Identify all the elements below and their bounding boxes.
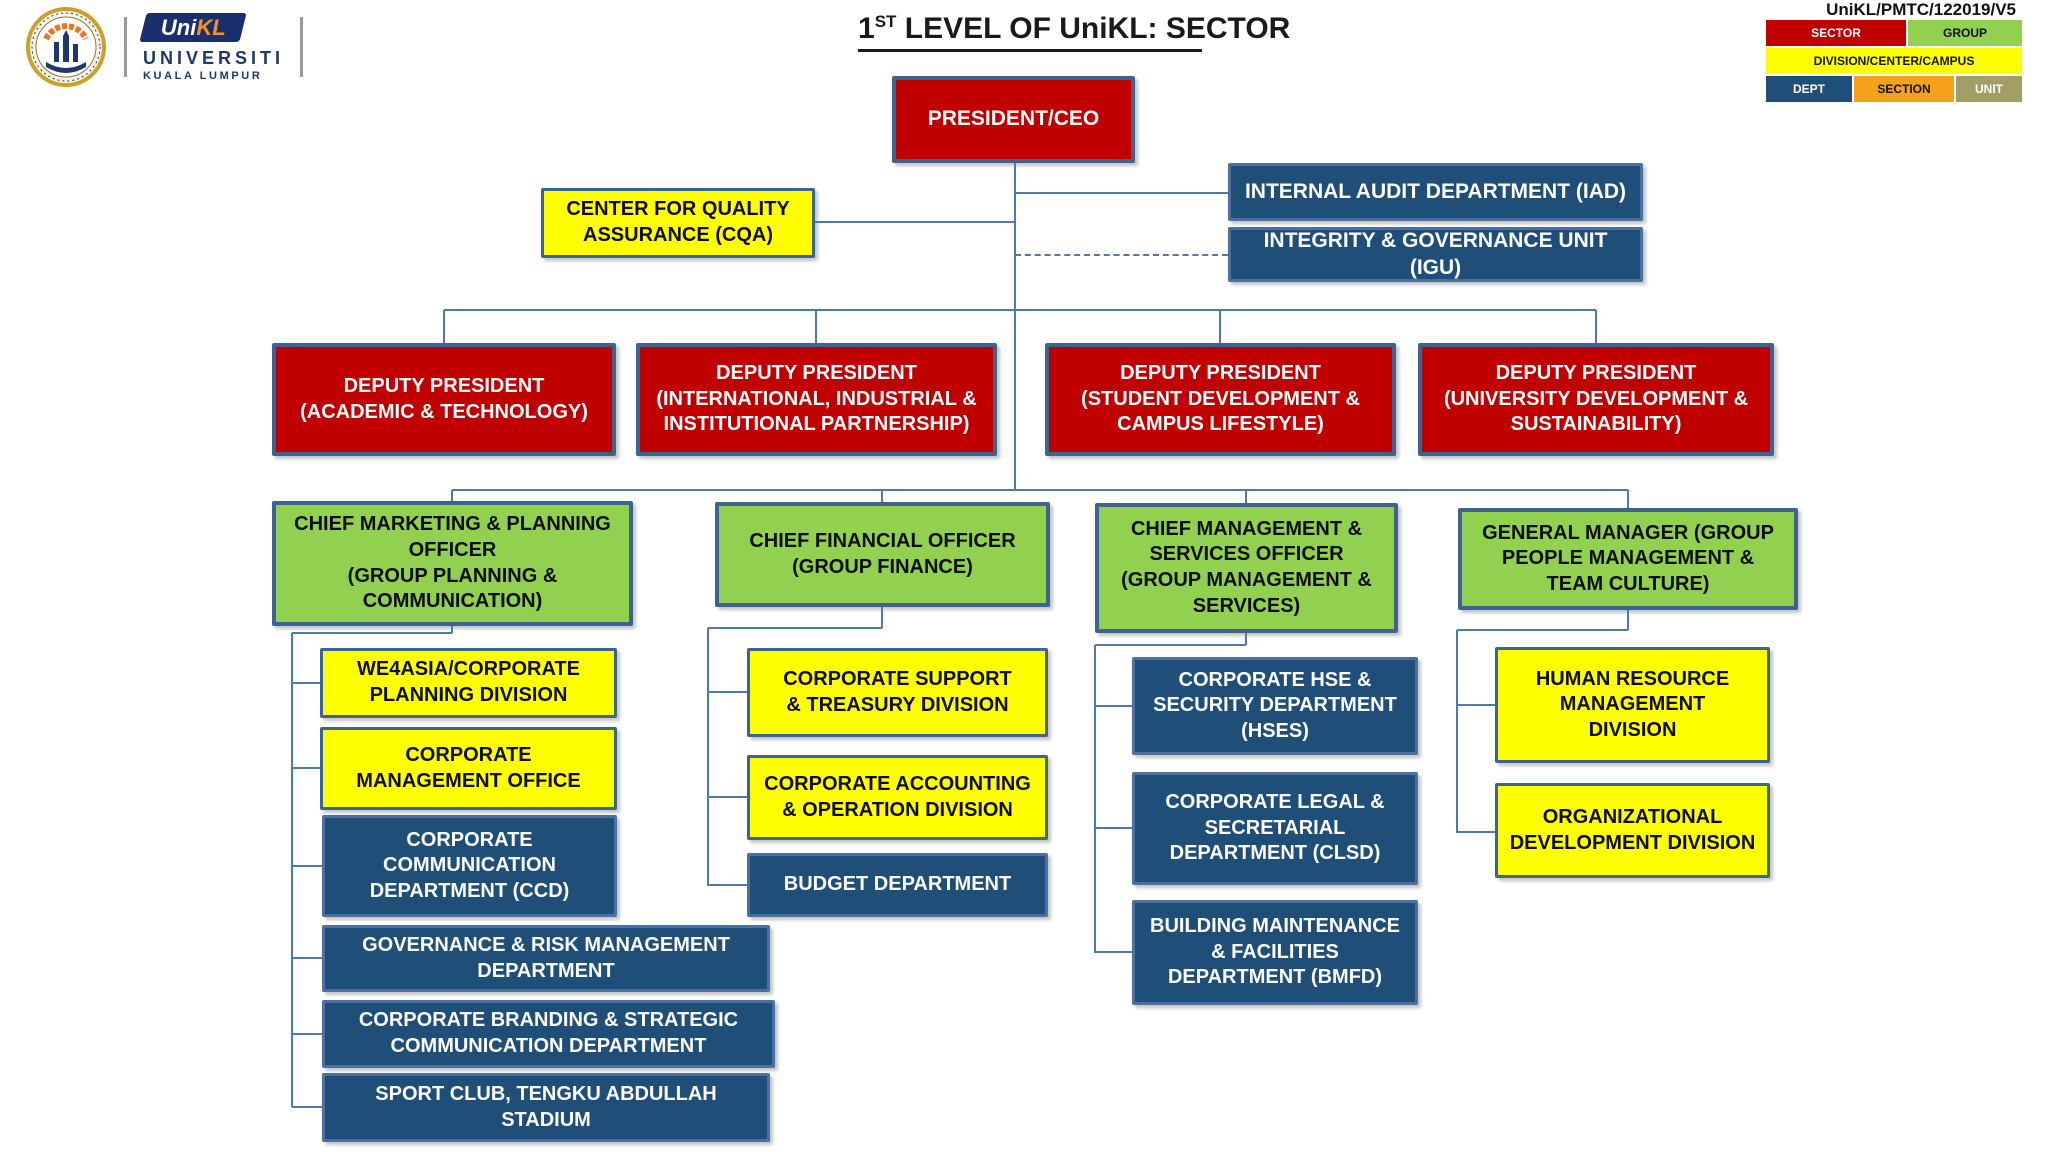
org-node-organizational-development-division: ORGANIZATIONAL DEVELOPMENT DIVISION <box>1495 783 1770 878</box>
connector-line <box>815 221 1015 223</box>
legend-division-center-campus: DIVISION/CENTER/CAMPUS <box>1765 47 2023 75</box>
org-node-human-resource-management-division: HUMAN RESOURCE MANAGEMENT DIVISION <box>1495 647 1770 763</box>
org-node-internal-audit-department: INTERNAL AUDIT DEPARTMENT (IAD) <box>1228 163 1643 221</box>
connector-line <box>1456 630 1458 833</box>
connector-line <box>1095 705 1132 707</box>
connector-line <box>1627 490 1629 508</box>
connector-line <box>1595 310 1597 343</box>
connector-line <box>1219 310 1221 343</box>
connector-line <box>292 865 322 867</box>
org-node-deputy-president-international-industrial: DEPUTY PRESIDENT (INTERNATIONAL, INDUSTR… <box>636 343 997 456</box>
legend-section: SECTION <box>1853 75 1955 103</box>
org-node-governance-risk-management-department: GOVERNANCE & RISK MANAGEMENT DEPARTMENT <box>322 925 770 992</box>
logo-divider <box>124 17 127 77</box>
org-node-deputy-president-academic-technology: DEPUTY PRESIDENT (ACADEMIC & TECHNOLOGY) <box>272 343 616 456</box>
connector-line <box>292 767 320 769</box>
org-node-we4asia-corporate-planning-division: WE4ASIA/CORPORATE PLANNING DIVISION <box>320 648 617 718</box>
connector-line <box>1014 163 1016 490</box>
connector-line <box>291 633 293 1107</box>
connector-line <box>708 691 747 693</box>
legend-dept: DEPT <box>1765 75 1853 103</box>
connector-line <box>1245 633 1247 645</box>
title-text: LEVEL OF UniKL: SECTOR <box>896 12 1291 45</box>
logo-divider <box>300 17 304 77</box>
org-node-corporate-hse-security-department: CORPORATE HSE & SECURITY DEPARTMENT (HSE… <box>1132 657 1418 755</box>
brand-kl-text: KL <box>196 14 226 39</box>
legend-group: GROUP <box>1907 19 2023 47</box>
connector-line <box>815 310 817 343</box>
connector-line <box>451 626 453 633</box>
connector-line <box>708 627 882 629</box>
connector-line <box>1095 827 1132 829</box>
connector-line <box>292 957 322 959</box>
title-superscript: ST <box>874 12 897 31</box>
connector-line <box>881 607 883 628</box>
connector-line <box>451 490 453 501</box>
connector-line <box>444 309 1596 311</box>
org-node-corporate-legal-secretarial-department: CORPORATE LEGAL & SECRETARIAL DEPARTMENT… <box>1132 772 1418 885</box>
unikl-wordmark: UniKL UNIVERSITI KUALA LUMPUR <box>139 12 285 82</box>
connector-line <box>1094 645 1096 953</box>
page-title: 1ST LEVEL OF UniKL: SECTOR <box>858 12 1290 52</box>
org-node-building-maintenance-facilities-department: BUILDING MAINTENANCE & FACILITIES DEPART… <box>1132 900 1418 1005</box>
org-node-sport-club-tengku-abdullah-stadium: SPORT CLUB, TENGKU ABDULLAH STADIUM <box>322 1073 770 1142</box>
connector-line <box>1627 610 1629 630</box>
org-node-deputy-president-student-development: DEPUTY PRESIDENT (STUDENT DEVELOPMENT & … <box>1045 343 1396 456</box>
connector-line <box>452 489 1628 491</box>
connector-line <box>708 884 747 886</box>
unikl-logo-block: UniKL UNIVERSITI KUALA LUMPUR <box>24 5 319 89</box>
org-node-corporate-communication-department: CORPORATE COMMUNICATION DEPARTMENT (CCD) <box>322 815 617 917</box>
connector-line <box>292 682 320 684</box>
legend-row: DIVISION/CENTER/CAMPUS <box>1765 47 2023 75</box>
connector-line <box>1095 951 1132 953</box>
brand-uni-text: Uni <box>160 14 197 39</box>
document-code: UniKL/PMTC/122019/V5 <box>1826 0 2016 19</box>
university-name-line1: UNIVERSITI <box>143 47 285 68</box>
connector-line <box>292 632 452 634</box>
connector-line <box>443 310 445 343</box>
connector-line <box>1095 644 1246 646</box>
org-node-corporate-branding-strategic-communication: CORPORATE BRANDING & STRATEGIC COMMUNICA… <box>322 1000 775 1068</box>
connector-line <box>1015 192 1228 194</box>
org-node-budget-department: BUDGET DEPARTMENT <box>747 853 1048 917</box>
legend-sector: SECTOR <box>1765 19 1907 47</box>
org-node-center-quality-assurance: CENTER FOR QUALITY ASSURANCE (CQA) <box>541 188 815 258</box>
connector-line-dashed <box>1015 254 1228 256</box>
connector-line <box>1457 629 1628 631</box>
org-node-chief-financial-officer: CHIEF FINANCIAL OFFICER (GROUP FINANCE) <box>715 502 1050 607</box>
org-node-general-manager-people-management: GENERAL MANAGER (GROUP PEOPLE MANAGEMENT… <box>1458 508 1798 610</box>
connector-line <box>881 490 883 502</box>
org-node-corporate-support-treasury-division: CORPORATE SUPPORT & TREASURY DIVISION <box>747 648 1048 737</box>
connector-line <box>292 1033 322 1035</box>
connector-line <box>292 1106 322 1108</box>
unikl-badge: UniKL <box>139 12 247 42</box>
org-node-president-ceo: PRESIDENT/CEO <box>892 76 1135 163</box>
university-name-line2: KUALA LUMPUR <box>143 69 263 82</box>
connector-line <box>708 796 747 798</box>
org-node-corporate-accounting-operation-division: CORPORATE ACCOUNTING & OPERATION DIVISIO… <box>747 755 1048 840</box>
connector-line <box>1457 704 1495 706</box>
legend-unit: UNIT <box>1955 75 2023 103</box>
org-node-chief-management-services-officer: CHIEF MANAGEMENT & SERVICES OFFICER (GRO… <box>1095 503 1398 633</box>
connector-line <box>707 628 709 886</box>
color-legend: SECTOR GROUP DIVISION/CENTER/CAMPUS DEPT… <box>1765 19 2023 103</box>
unikl-seal-logo <box>26 7 106 87</box>
org-node-integrity-governance-unit: INTEGRITY & GOVERNANCE UNIT (IGU) <box>1228 227 1643 282</box>
connector-line <box>1457 831 1495 833</box>
org-node-chief-marketing-planning-officer: CHIEF MARKETING & PLANNING OFFICER (GROU… <box>272 501 633 626</box>
org-node-deputy-president-university-development: DEPUTY PRESIDENT (UNIVERSITY DEVELOPMENT… <box>1418 343 1774 456</box>
legend-row: DEPT SECTION UNIT <box>1765 75 2023 103</box>
connector-line <box>1245 490 1247 503</box>
title-number: 1 <box>858 12 875 45</box>
legend-row: SECTOR GROUP <box>1765 19 2023 47</box>
org-node-corporate-management-office: CORPORATE MANAGEMENT OFFICE <box>320 727 617 810</box>
